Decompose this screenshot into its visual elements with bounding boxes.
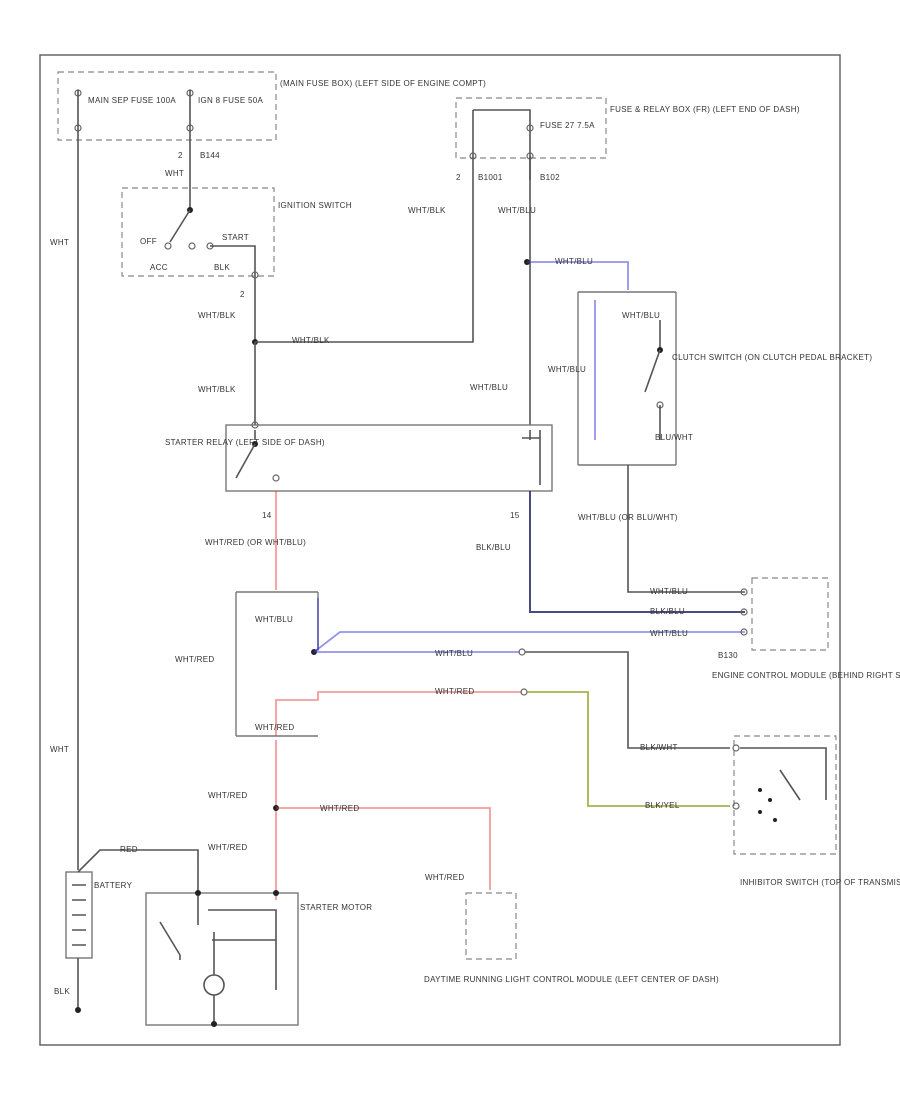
clutch-switch-label: CLUTCH SWITCH (ON CLUTCH PEDAL BRACKET): [672, 353, 872, 362]
fuse-relay-box: [455, 97, 607, 159]
wire-label-wht-2: WHT: [50, 745, 69, 754]
wire-blk-yel: [527, 691, 730, 807]
wire-label-blk-yel: BLK/YEL: [645, 801, 680, 810]
wire-label-wht-blk-1: WHT/BLK: [198, 311, 236, 320]
wire-label-wht-red-1: WHT/RED: [175, 655, 214, 664]
starter-relay: [225, 424, 553, 492]
ecm-label: ENGINE CONTROL MODULE (BEHIND RIGHT SIDE…: [712, 671, 900, 680]
wire-label-wht-blu-1: WHT/BLU: [498, 206, 536, 215]
wire-label-blk-wht: BLK/WHT: [640, 743, 678, 752]
pin-label-b1001: B1001: [478, 173, 503, 182]
main-fuse-box: [57, 71, 277, 141]
wire-label-wht-blu-9: WHT/BLU: [650, 629, 688, 638]
pin-label-b144: B144: [200, 151, 220, 160]
pin-label-14: 14: [262, 511, 272, 520]
wire-red-inhibitor: [275, 691, 522, 736]
wire-label-wht-1: WHT: [50, 238, 69, 247]
battery-label: BATTERY: [94, 881, 133, 890]
starter-motor-label: STARTER MOTOR: [300, 903, 372, 912]
wire-label-blk: BLK: [54, 987, 70, 996]
ignition-switch: [121, 187, 275, 277]
ign-off-label: OFF: [140, 237, 157, 246]
wire-label-blu-wht: BLU/WHT: [655, 433, 693, 442]
fuse-relay-box-label: FUSE & RELAY BOX (FR) (LEFT END OF DASH): [610, 105, 800, 114]
wire-blue-clutch-feed: [527, 261, 629, 290]
pin-label-b102: B102: [540, 173, 560, 182]
pin-label-b130: B130: [718, 651, 738, 660]
wire-label-wht-red-3: WHT/RED: [435, 687, 474, 696]
wire-label-wht-blu-7: WHT/BLU: [255, 615, 293, 624]
wire-label-wht-blu-5: WHT/BLU: [622, 311, 660, 320]
wire-label-wht-blk-2: WHT/BLK: [292, 336, 330, 345]
inhibitor-switch: [733, 735, 837, 855]
ignition-switch-label: IGNITION SWITCH: [278, 201, 352, 210]
fuse-27-label: FUSE 27 7.5A: [540, 121, 595, 130]
wire-label-wht-blu-6: WHT/BLU: [650, 587, 688, 596]
wire-label-wht-blu-4: WHT/BLU: [548, 365, 586, 374]
diagram-frame: [39, 54, 841, 1046]
pin-label-2a: 2: [178, 151, 183, 160]
ign-acc-label: ACC: [150, 263, 168, 272]
wire-red-drl: [276, 807, 491, 890]
wire-label-wht-red-5: WHT/RED: [320, 804, 359, 813]
wire-label-blk-blu-2: BLK/BLU: [650, 607, 685, 616]
pin-label-15: 15: [510, 511, 520, 520]
wire-label-wht-3: WHT: [165, 169, 184, 178]
main-fuse-a-label: MAIN SEP FUSE 100A: [88, 96, 176, 105]
ign-blk-label: BLK: [214, 263, 230, 272]
wire-blue-ecm: [313, 631, 745, 653]
wire-label-wht-blk-3: WHT/BLK: [408, 206, 446, 215]
wire-label-red: RED: [120, 845, 138, 854]
starter-relay-label: STARTER RELAY (LEFT SIDE OF DASH): [165, 438, 325, 447]
inhibitor-switch-label: INHIBITOR SWITCH (TOP OF TRANSMISSION): [740, 878, 900, 887]
drl-module: [465, 892, 517, 960]
wire-label-wht-red-4: WHT/RED: [208, 791, 247, 800]
wire-blk-blu: [529, 491, 745, 613]
wire-label-blk-blu-1: BLK/BLU: [476, 543, 511, 552]
pin-label-2c: 2: [456, 173, 461, 182]
drl-label: DAYTIME RUNNING LIGHT CONTROL MODULE (LE…: [424, 975, 719, 984]
wire-label-wht-blu-alt: WHT/BLU (OR BLU/WHT): [578, 513, 678, 522]
wire-label-wht-blu-8: WHT/BLU: [435, 649, 473, 658]
wire-label-wht-red-6: WHT/RED: [208, 843, 247, 852]
wire-label-wht-red-2: WHT/RED: [255, 723, 294, 732]
starter-motor: [145, 892, 299, 1026]
main-fuse-box-label: (MAIN FUSE BOX) (LEFT SIDE OF ENGINE COM…: [280, 79, 486, 88]
wire-label-wht-blu-3: WHT/BLU: [470, 383, 508, 392]
engine-control-module: [751, 577, 829, 651]
wire-label-wht-red-alt: WHT/RED (OR WHT/BLU): [205, 538, 306, 547]
wire-label-wht-blu-2: WHT/BLU: [555, 257, 593, 266]
pin-label-2b: 2: [240, 290, 245, 299]
wire-label-wht-red-7: WHT/RED: [425, 873, 464, 882]
main-fuse-b-label: IGN 8 FUSE 50A: [198, 96, 263, 105]
ign-start-label: START: [222, 233, 249, 242]
wire-label-wht-blk-4: WHT/BLK: [198, 385, 236, 394]
